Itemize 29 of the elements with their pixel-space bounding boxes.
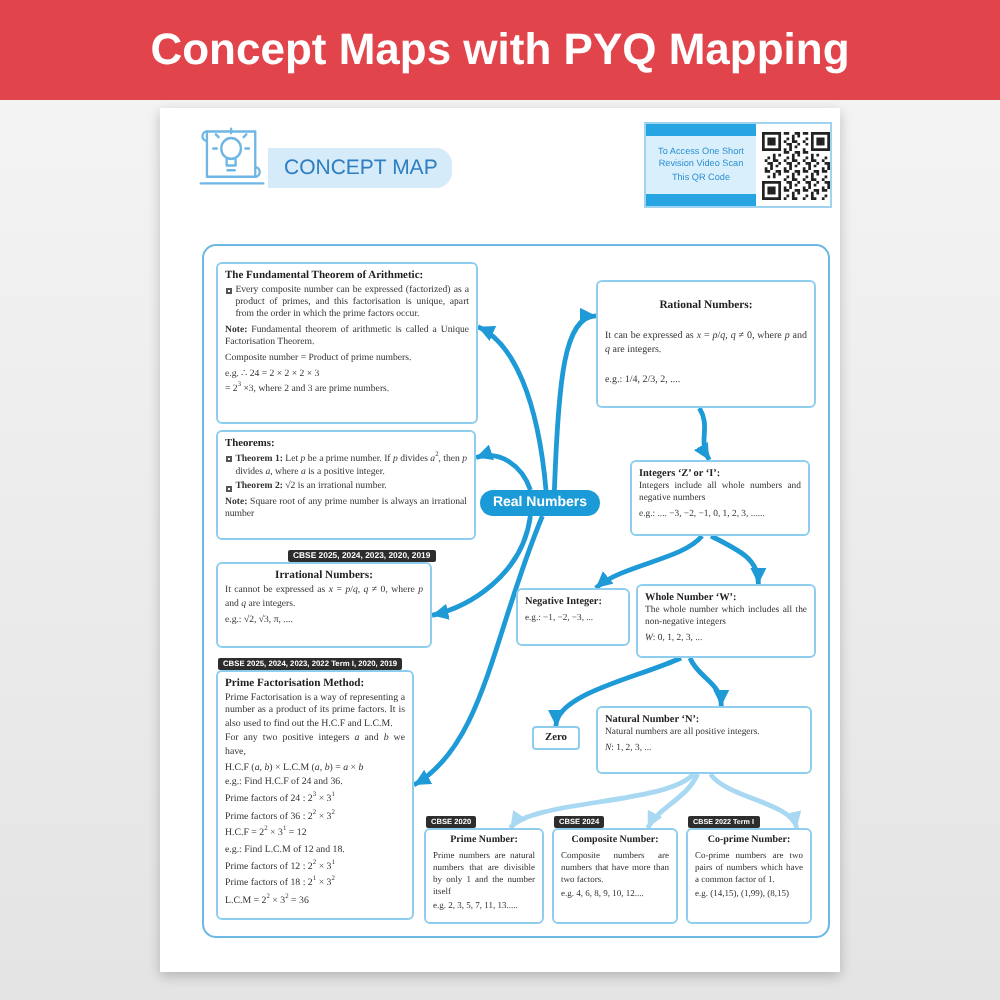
arrow (645, 772, 700, 830)
concept-box (216, 562, 432, 648)
concept-box (216, 262, 478, 424)
section-heading: CONCEPT MAP (268, 148, 452, 188)
arrow (551, 655, 682, 727)
central-topic-pill (480, 490, 600, 516)
concept-box (424, 828, 544, 924)
concept-box (516, 588, 630, 646)
arrow (709, 533, 766, 585)
concept-box (216, 670, 414, 920)
arrow (694, 406, 712, 462)
concept-box (636, 584, 816, 658)
arrow (687, 656, 729, 707)
arrow (508, 772, 695, 830)
arrow (476, 324, 549, 491)
arrow (475, 445, 533, 491)
concept-box (596, 280, 816, 408)
arrow (431, 515, 533, 619)
arrow (552, 310, 597, 491)
arrow (594, 534, 704, 590)
concept-box (596, 706, 812, 774)
concept-box (552, 828, 678, 924)
page-title: Concept Maps with PYQ Mapping (150, 24, 850, 76)
concept-box (686, 828, 812, 924)
concept-box (532, 726, 580, 750)
concept-box (630, 460, 810, 536)
arrow (412, 515, 545, 787)
arrow (708, 772, 800, 829)
concept-box (216, 430, 476, 540)
